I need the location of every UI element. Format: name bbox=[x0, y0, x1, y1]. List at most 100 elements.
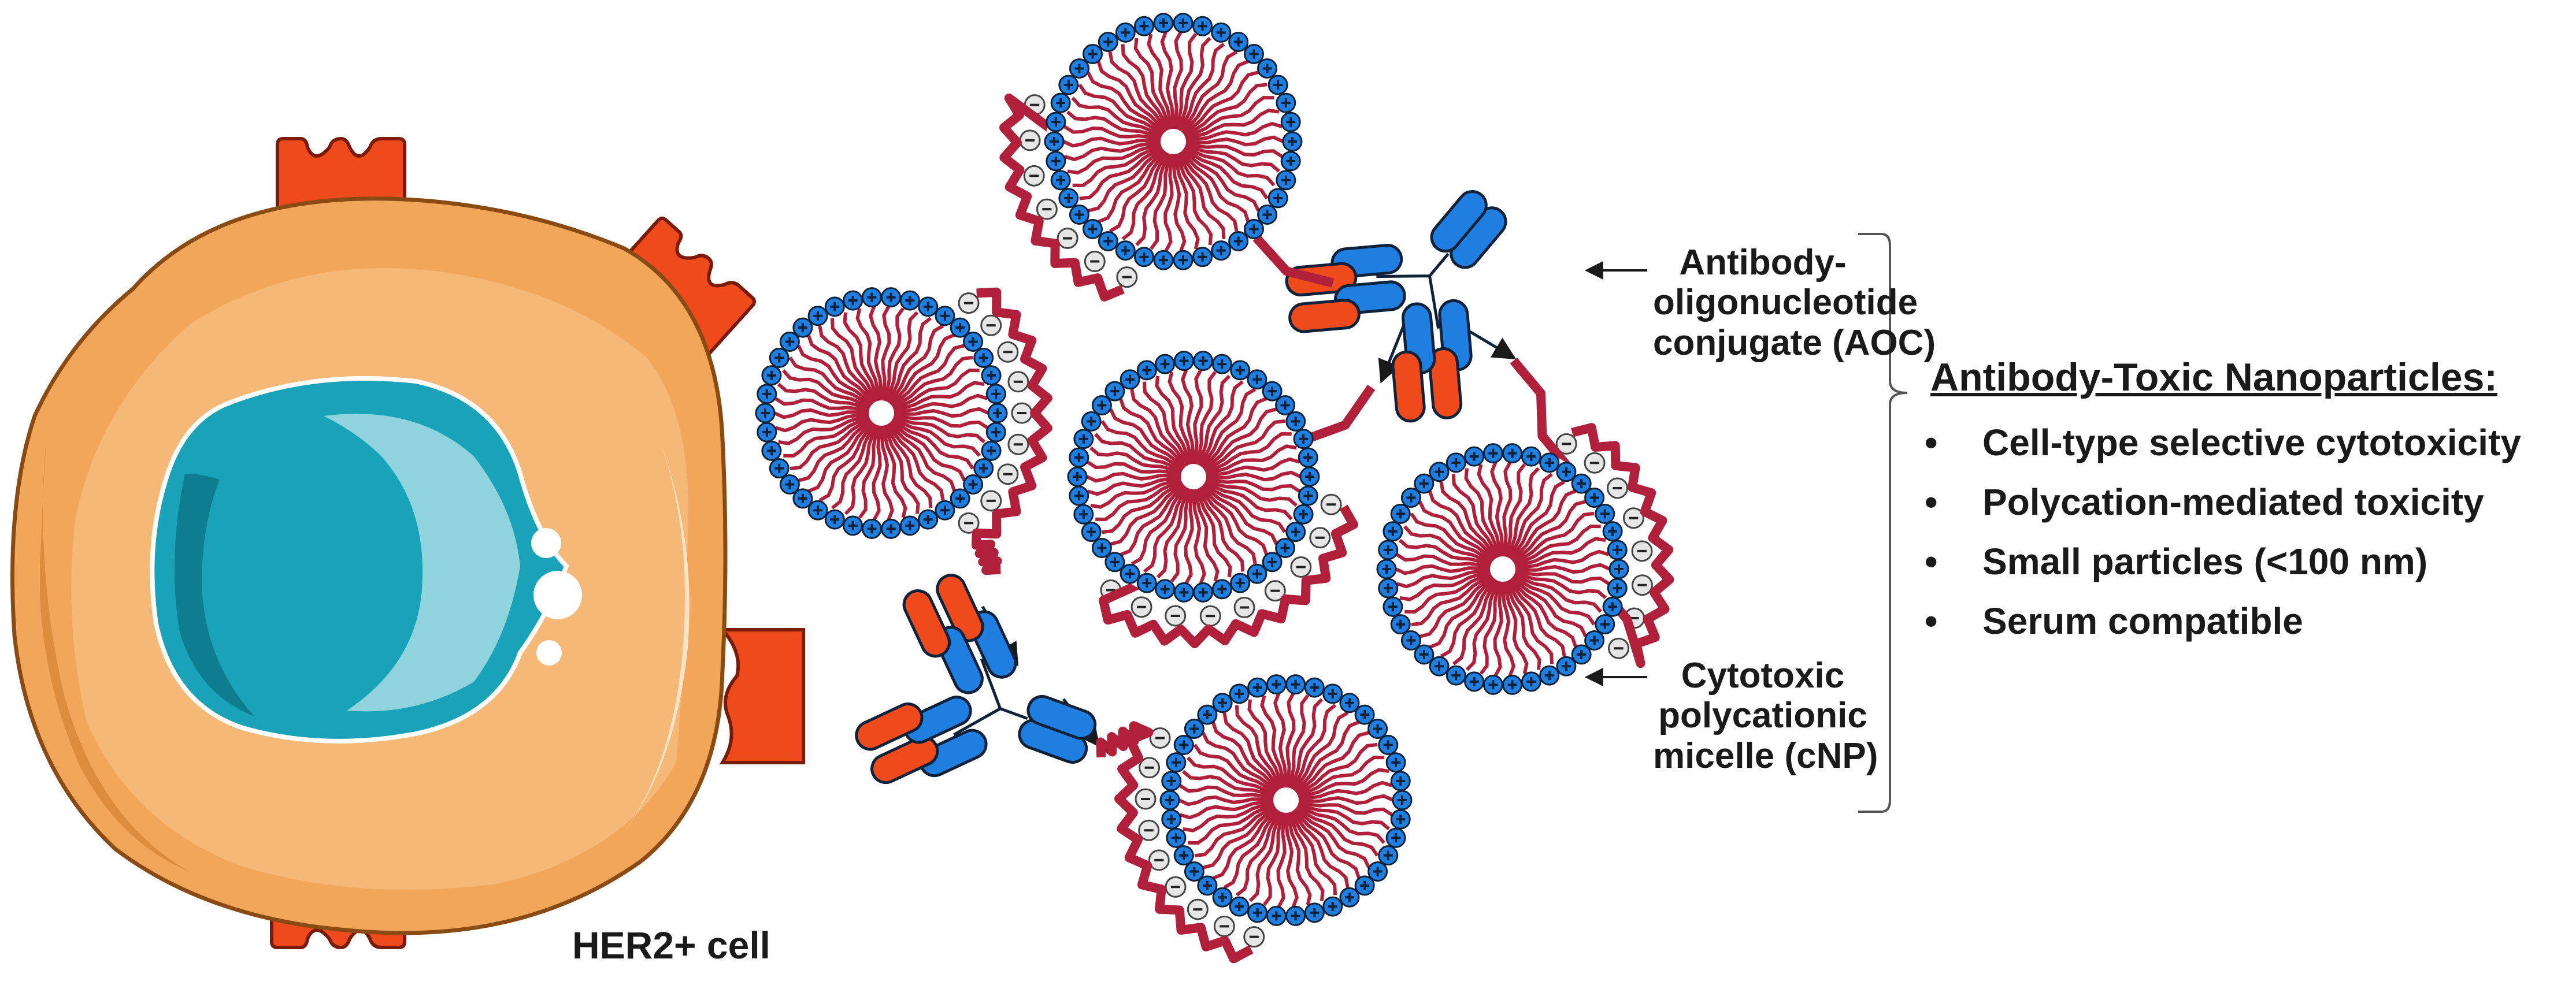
polycationic-micelle bbox=[1044, 13, 1303, 270]
plus-charge-icon bbox=[1390, 503, 1411, 524]
feature-text: Small particles (<100 nm) bbox=[1982, 541, 2428, 582]
minus-charge-icon bbox=[1057, 228, 1078, 250]
plus-charge-icon bbox=[769, 458, 790, 479]
plus-charge-icon bbox=[1502, 443, 1523, 464]
plus-charge-icon bbox=[1211, 579, 1232, 600]
plus-charge-icon bbox=[1229, 896, 1250, 917]
bullet-icon: • bbox=[1925, 422, 1938, 463]
plus-charge-icon bbox=[1556, 656, 1577, 677]
plus-charge-icon bbox=[1098, 32, 1118, 53]
grouping-bracket bbox=[1858, 233, 1908, 813]
antibodies-layer bbox=[855, 190, 1517, 785]
plus-charge-icon bbox=[950, 317, 970, 338]
plus-charge-icon bbox=[1046, 112, 1066, 132]
plus-charge-icon bbox=[1153, 13, 1174, 34]
plus-charge-icon bbox=[985, 384, 1006, 404]
minus-charge-icon bbox=[997, 341, 1019, 363]
cnp-label: Cytotoxic polycationic micelle (cNP) bbox=[1653, 656, 1878, 776]
bullet-icon: • bbox=[1925, 481, 1938, 523]
aoc-label-line-2: oligonucleotide bbox=[1653, 283, 1918, 323]
plus-charge-icon bbox=[792, 317, 813, 338]
minus-charge-icon bbox=[958, 292, 980, 314]
minus-charge-icon bbox=[1116, 266, 1138, 288]
plus-charge-icon bbox=[1464, 671, 1485, 692]
plus-charge-icon bbox=[824, 509, 845, 530]
plus-charge-icon bbox=[1211, 22, 1232, 43]
minus-charge-icon bbox=[1555, 433, 1577, 455]
plus-charge-icon bbox=[1322, 683, 1343, 704]
cnp-label-line-3: micelle (cNP) bbox=[1653, 735, 1878, 776]
plus-charge-icon bbox=[1098, 231, 1118, 251]
plus-charge-icon bbox=[1378, 540, 1399, 560]
plus-charge-icon bbox=[1285, 905, 1306, 926]
plus-charge-icon bbox=[1275, 537, 1296, 558]
plus-charge-icon bbox=[824, 296, 845, 317]
plus-charge-icon bbox=[1429, 656, 1450, 677]
plus-charge-icon bbox=[1539, 665, 1560, 686]
plus-charge-icon bbox=[1081, 522, 1102, 542]
plus-charge-icon bbox=[1173, 351, 1194, 371]
plus-charge-icon bbox=[918, 509, 939, 530]
plus-charge-icon bbox=[779, 474, 800, 495]
minus-charge-icon bbox=[1148, 849, 1170, 871]
plus-charge-icon bbox=[963, 474, 984, 495]
plus-charge-icon bbox=[1266, 674, 1287, 695]
plus-charge-icon bbox=[1244, 43, 1265, 64]
plus-charge-icon bbox=[1247, 677, 1268, 698]
plus-charge-icon bbox=[792, 488, 813, 509]
minus-charge-icon bbox=[1631, 574, 1653, 596]
plus-charge-icon bbox=[935, 500, 955, 521]
plus-charge-icon bbox=[1104, 552, 1125, 573]
plus-charge-icon bbox=[1607, 540, 1628, 560]
her2-receptor-right bbox=[718, 628, 805, 764]
feature-item: •Cell-type selective cytotoxicity bbox=[1925, 413, 2521, 473]
plus-charge-icon bbox=[1595, 614, 1615, 635]
minus-charge-icon bbox=[1036, 198, 1058, 220]
plus-charge-icon bbox=[1322, 896, 1343, 917]
feature-text: Polycation-mediated toxicity bbox=[1982, 481, 2484, 523]
plus-charge-icon bbox=[1378, 578, 1399, 599]
oligonucleotide-strand bbox=[1096, 721, 1265, 964]
plus-charge-icon bbox=[807, 500, 828, 521]
polycationic-micelle bbox=[755, 287, 1008, 539]
plus-charge-icon bbox=[1414, 473, 1435, 494]
plus-charge-icon bbox=[1390, 614, 1411, 635]
nuclear-pore-dot-3 bbox=[536, 640, 562, 666]
antibody-bound-to-receptor bbox=[855, 574, 1097, 785]
plus-charge-icon bbox=[1091, 395, 1112, 416]
plus-charge-icon bbox=[1115, 240, 1136, 261]
plus-charge-icon bbox=[1173, 582, 1194, 603]
plus-charge-icon bbox=[1298, 485, 1318, 506]
plus-charge-icon bbox=[1602, 521, 1623, 542]
plus-charge-icon bbox=[1197, 704, 1218, 725]
plus-charge-icon bbox=[1230, 573, 1251, 593]
plus-charge-icon bbox=[1276, 170, 1296, 191]
plus-charge-icon bbox=[1339, 693, 1360, 713]
aoc-label-line-3: conjugate (AOC) bbox=[1653, 322, 1936, 363]
plus-charge-icon bbox=[1211, 240, 1232, 261]
plus-charge-icon bbox=[1400, 630, 1421, 651]
aoc-label-line-1: Antibody- bbox=[1679, 243, 1847, 283]
plus-charge-icon bbox=[1304, 677, 1325, 698]
plus-charge-icon bbox=[1082, 219, 1103, 240]
minus-charge-icon bbox=[1139, 757, 1161, 779]
plus-charge-icon bbox=[1257, 58, 1278, 79]
plus-charge-icon bbox=[761, 440, 782, 461]
plus-charge-icon bbox=[1050, 92, 1071, 113]
feature-item: • Polycation-mediated toxicity bbox=[1925, 473, 2521, 532]
minus-charge-icon bbox=[1165, 605, 1187, 627]
plus-charge-icon bbox=[1521, 446, 1541, 467]
polycationic-micelle bbox=[1376, 443, 1629, 695]
plus-charge-icon bbox=[1212, 693, 1233, 713]
cell-label: HER2+ cell bbox=[572, 924, 771, 967]
plus-charge-icon bbox=[1161, 809, 1182, 830]
plus-charge-icon bbox=[1211, 354, 1232, 374]
minus-charge-icon bbox=[1011, 402, 1033, 424]
plus-charge-icon bbox=[1304, 902, 1325, 923]
plus-charge-icon bbox=[1267, 75, 1288, 95]
her2-receptor-upper-right bbox=[605, 216, 757, 364]
plus-charge-icon bbox=[1385, 752, 1406, 773]
minus-charge-icon bbox=[1264, 580, 1286, 602]
plus-charge-icon bbox=[1229, 683, 1250, 704]
feature-item: •Serum compatible bbox=[1925, 592, 2521, 651]
